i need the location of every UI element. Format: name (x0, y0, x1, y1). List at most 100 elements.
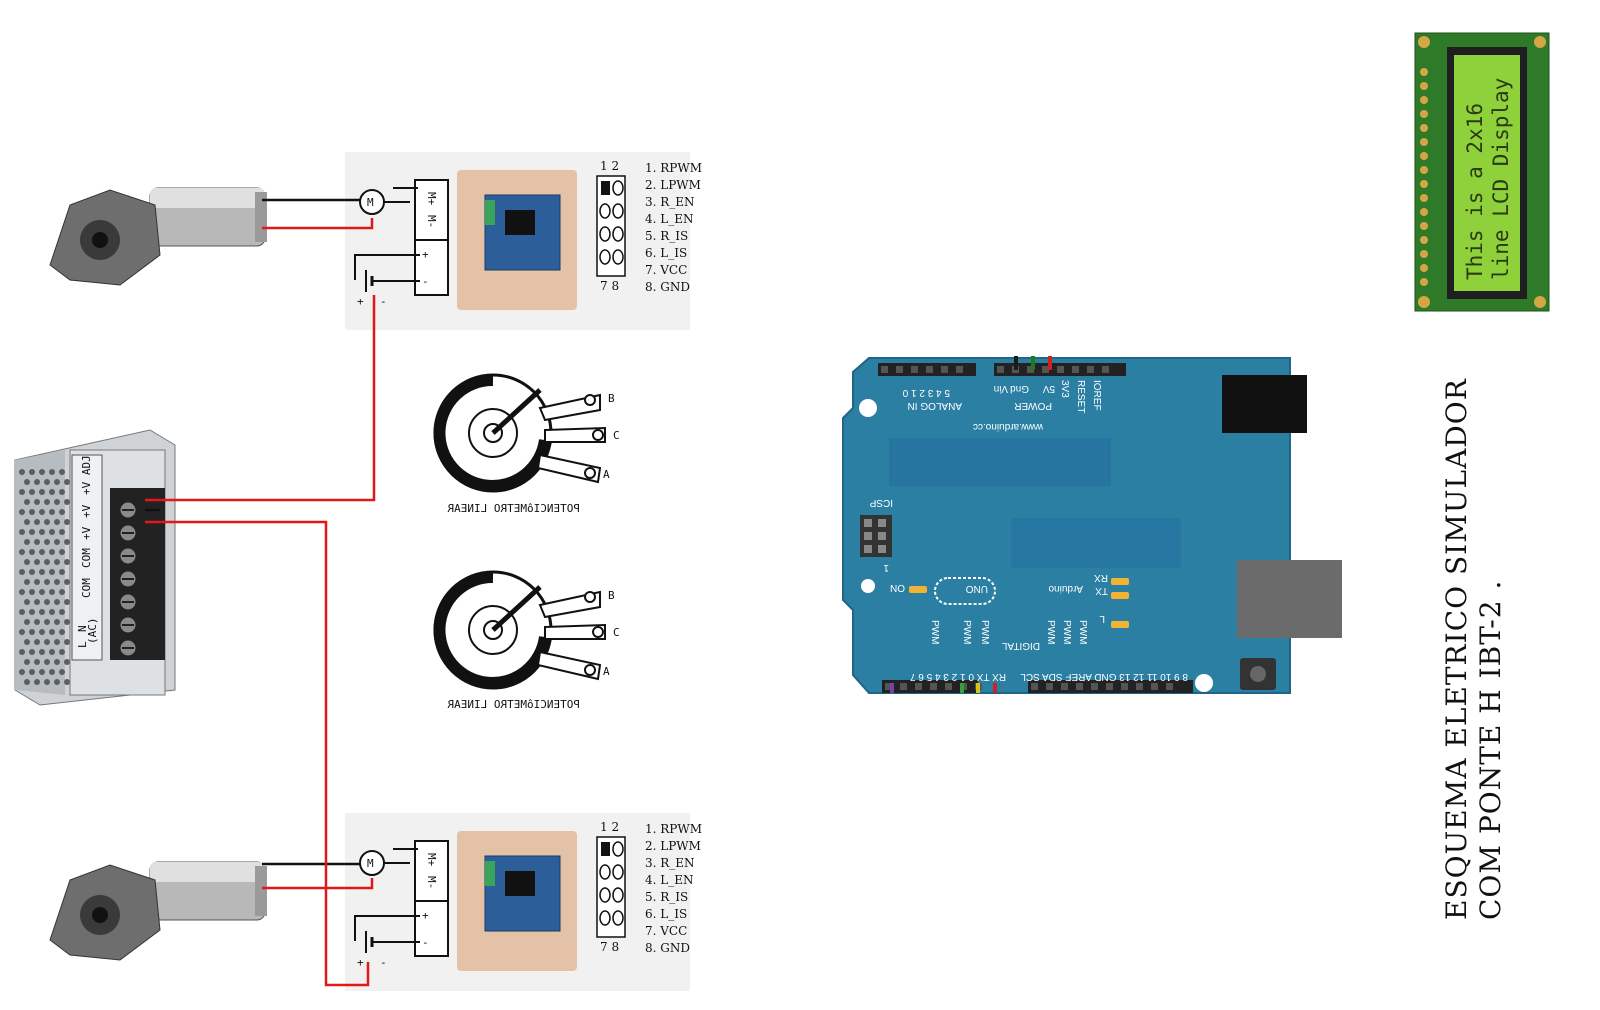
terminal-screws (119, 501, 137, 657)
icsp-pin-one: 1 (883, 562, 889, 573)
digital-label: DIGITAL (1001, 640, 1040, 651)
pwm-label: PWM (1045, 620, 1056, 644)
lcd-2x16-module: This is a 2x16 line LCD Display (1414, 32, 1550, 312)
website-label: www.arduino.cc (973, 421, 1044, 432)
vent-holes (19, 469, 70, 685)
lcd-line-2: line LCD Display (1489, 78, 1513, 280)
pin-a-label: A (603, 468, 610, 481)
power-supply: L N (AC) COM COM +V +V +V ADJ (14, 429, 176, 706)
pinout-item: 4. L_EN (645, 873, 694, 887)
pinout-item: 7. VCC (645, 924, 687, 938)
terminal-minus: - (422, 936, 429, 949)
pin-a-label: A (603, 665, 610, 678)
brand-label: Arduino (1048, 583, 1083, 594)
wire-motor-top-red (262, 218, 374, 230)
potentiometer-1: B C A POTENCIôMETRO LINEAR (433, 373, 620, 515)
pinout-item: 6. L_IS (645, 246, 687, 260)
pwm-label: PWM (979, 620, 990, 644)
header-bottom-label: 7 8 (600, 940, 619, 954)
pinout-item: 2. LPWM (645, 839, 701, 853)
potentiometer-2: B C A POTENCIôMETRO LINEAR (433, 570, 620, 711)
hbridge-driver-top: M M+ M- + - + - 1 2 7 8 1. RPWM 2. LPWM 3.… (345, 152, 702, 330)
power-pin-label: 5V (1042, 383, 1055, 394)
psu-terminal-label: COM (80, 578, 93, 598)
psu-terminal-label: +V (80, 526, 93, 540)
terminal-minus: - (422, 275, 429, 288)
pin-c-label: C (613, 429, 620, 442)
terminal-plus: + (422, 909, 429, 922)
pwm-label: PWM (929, 620, 940, 644)
motor-symbol: M (367, 196, 374, 209)
psu-terminal-label: COM (80, 548, 93, 568)
pinout-item: 3. R_EN (645, 195, 695, 209)
motor-symbol: M (367, 857, 374, 870)
terminal-m-minus: M- (425, 215, 438, 228)
digital-pins-left: RX TX 0 1 2 3 4 5 6 7 (910, 671, 1006, 682)
wire-psu-to-driver-bottom (145, 520, 370, 987)
pinout-item: 8. GND (645, 280, 690, 294)
pinout-item: 6. L_IS (645, 907, 687, 921)
battery-plus: + (357, 956, 364, 969)
battery-minus: - (380, 295, 387, 308)
psu-terminal-label: (AC) (86, 618, 99, 645)
power-pin-label: IOREF (1091, 380, 1102, 411)
psu-terminal-label: +V ADJ (80, 455, 93, 495)
model-label: UNO (966, 583, 988, 594)
icsp-label: ICSP (869, 497, 893, 508)
pwm-label: PWM (1077, 620, 1088, 644)
pin-c-label: C (613, 626, 620, 639)
wire-motor-bottom-red (262, 878, 374, 890)
gear-motor-top (49, 187, 267, 286)
arduino-uno-board: 5 4 3 2 1 0 ANALOG IN POWER www.arduino.… (842, 356, 1342, 694)
power-pin-label: RESET (1075, 380, 1086, 413)
digital-pins-right: 8 9 10 11 12 13 GND AREF SDA SCL (1020, 671, 1188, 682)
analog-pin-numbers: 5 4 3 2 1 0 (902, 387, 950, 398)
terminal-plus: + (422, 248, 429, 261)
potentiometer-label: POTENCIôMETRO LINEAR (447, 698, 580, 711)
pin-b-label: B (608, 392, 615, 405)
hbridge-driver-bottom: M M+ M- + - + - 1 2 7 8 1. RPWM 2. LPWM 3.… (345, 813, 702, 991)
lcd-line-1: This is a 2x16 (1463, 103, 1487, 280)
on-label: ON (890, 582, 905, 593)
diagram-title: ESQUEMA ELETRICO SIMULADOR COM PONTE H I… (1440, 378, 1507, 920)
title-line-1: ESQUEMA ELETRICO SIMULADOR (1440, 378, 1473, 920)
header-holes (881, 366, 1173, 690)
title-line-2: COM PONTE H IBT-2 . (1474, 580, 1507, 920)
pinout-item: 8. GND (645, 941, 690, 955)
pinout-item: 3. R_EN (645, 856, 695, 870)
power-label: POWER (1014, 400, 1052, 411)
battery-minus: - (380, 956, 387, 969)
potentiometer-label: POTENCIôMETRO LINEAR (447, 502, 580, 515)
tx-label: TX (1095, 585, 1108, 596)
terminal-m-plus: M+ (425, 853, 438, 867)
pinout-item: 2. LPWM (645, 178, 701, 192)
analog-in-label: ANALOG IN (908, 400, 962, 411)
lcd-header-pins (1420, 68, 1428, 286)
pwm-label: PWM (1061, 620, 1072, 644)
pwm-label: PWM (961, 620, 972, 644)
pinout-list: 1. RPWM 2. LPWM 3. R_EN 4. L_EN 5. R_IS 6. L_… (645, 822, 702, 955)
power-pin-label: Vin (994, 383, 1008, 394)
pinout-item: 1. RPWM (645, 822, 702, 836)
pinout-item: 1. RPWM (645, 161, 702, 175)
pinout-item: 4. L_EN (645, 212, 694, 226)
terminal-m-plus: M+ (425, 192, 438, 206)
pinout-item: 5. R_IS (645, 890, 688, 904)
terminal-m-minus: M- (425, 876, 438, 889)
rx-label: RX (1094, 572, 1108, 583)
l-label: L (1099, 613, 1105, 624)
psu-terminal-label: +V (80, 504, 93, 518)
header-top-label: 1 2 (600, 820, 619, 834)
header-bottom-label: 7 8 (600, 279, 619, 293)
battery-plus: + (357, 295, 364, 308)
wires (145, 198, 376, 987)
power-pin-label: 3V3 (1059, 380, 1070, 398)
wire-psu-to-driver-top (145, 295, 376, 502)
psu-terminal-label: L (76, 641, 89, 648)
gear-motor-bottom (49, 861, 267, 961)
pinout-item: 7. VCC (645, 263, 687, 277)
header-top-label: 1 2 (600, 159, 619, 173)
pin-b-label: B (608, 589, 615, 602)
